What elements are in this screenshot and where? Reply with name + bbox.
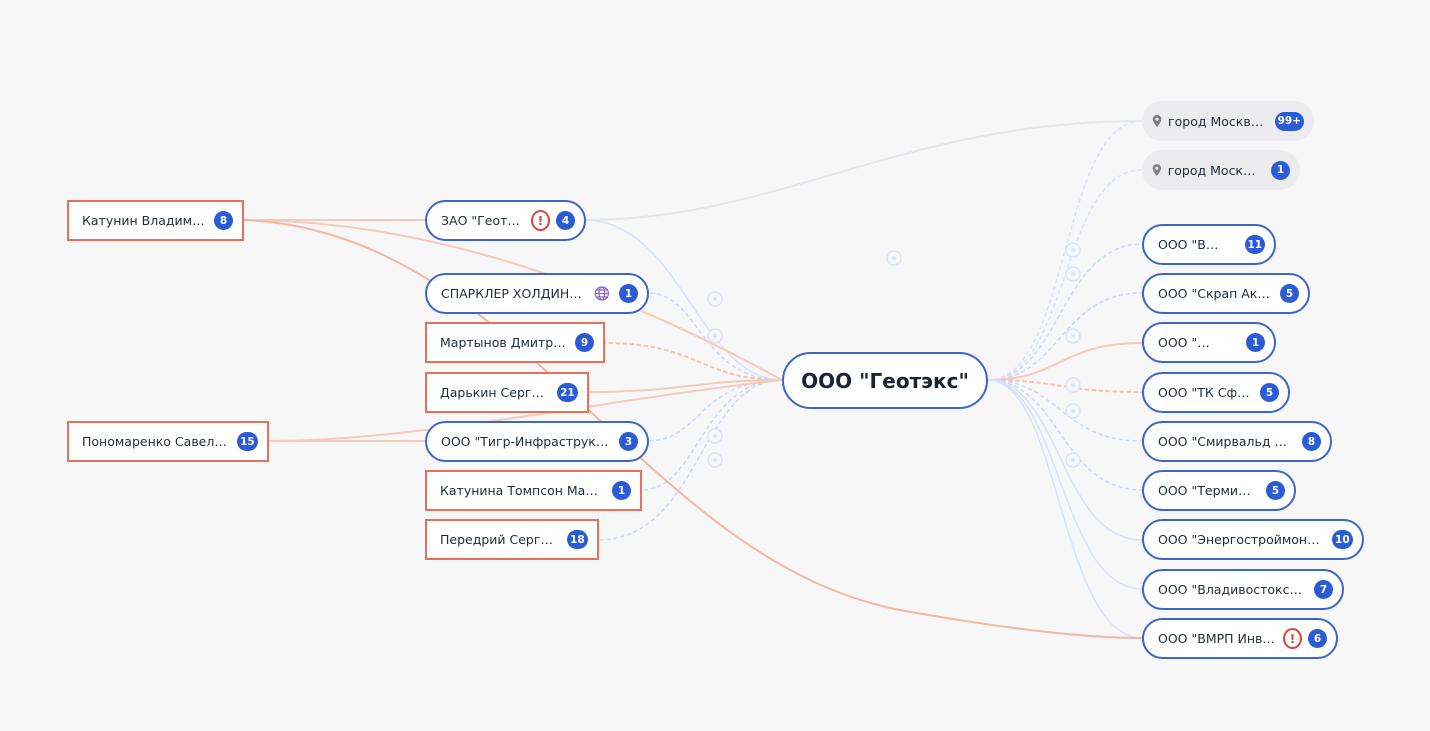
connection-count-badge: 6: [1308, 629, 1327, 648]
connection-count-badge: 11: [1244, 235, 1265, 254]
connection-count-badge: 8: [214, 211, 233, 230]
company-label: СПАРКЛЕР ХОЛДИНГЗ…: [441, 286, 586, 301]
company-node[interactable]: ООО "ДИД" 1: [1142, 322, 1276, 363]
company-label: ООО "ТК Сфера": [1158, 385, 1251, 400]
company-node[interactable]: ООО "ВМРП Инвест" ! 6: [1142, 618, 1338, 659]
connection-count-badge: 5: [1266, 481, 1285, 500]
alert-circle-icon: !: [531, 210, 550, 231]
globe-icon: [595, 286, 610, 301]
connection-count-badge: 5: [1280, 284, 1299, 303]
company-label: ООО "ДИД": [1158, 335, 1218, 350]
connection-count-badge: 1: [612, 481, 631, 500]
company-node[interactable]: СПАРКЛЕР ХОЛДИНГЗ… 1: [425, 273, 649, 314]
company-label: ООО "Энергостроймонтаж": [1158, 532, 1323, 547]
company-label: ЗАО "Геотэкс": [441, 213, 523, 228]
center-company-label: ООО "Геотэкс": [801, 368, 969, 393]
company-node[interactable]: ООО "Владивостокский… 7: [1142, 569, 1344, 610]
person-node[interactable]: Передрий Сергей… 18: [425, 519, 599, 560]
company-label: ООО "Смирвальд и КО": [1158, 434, 1293, 449]
person-node[interactable]: Катунин Владимир… 8: [67, 200, 244, 241]
connection-count-badge: 4: [556, 211, 575, 230]
company-label: ООО "Терминал…: [1158, 483, 1257, 498]
company-node[interactable]: ООО "ВМКТ" 11: [1142, 224, 1276, 265]
connection-count-badge: 1: [1246, 333, 1265, 352]
alert-circle-icon: !: [1282, 628, 1302, 649]
person-label: Катунин Владимир…: [82, 213, 205, 228]
address-label: город Москва,…: [1167, 162, 1262, 178]
person-label: Дарькин Сергей…: [440, 385, 548, 400]
company-label: ООО "Владивостокский…: [1158, 582, 1305, 597]
connection-count-badge: 1: [1271, 160, 1290, 180]
map-pin-icon: [1152, 164, 1161, 176]
company-node[interactable]: ООО "Энергостроймонтаж" 10: [1142, 519, 1364, 560]
person-node[interactable]: Пономаренко Савелий… 15: [67, 421, 269, 462]
connection-count-badge: 99+: [1274, 111, 1304, 131]
company-label: ООО "Скрап Актив": [1158, 286, 1271, 301]
person-label: Мартынов Дмитрий…: [440, 335, 566, 350]
company-node[interactable]: ЗАО "Геотэкс" ! 4: [425, 200, 586, 241]
map-pin-icon: [1152, 114, 1162, 128]
center-company-node[interactable]: ООО "Геотэкс": [782, 352, 988, 409]
person-node[interactable]: Катунина Томпсон Мария… 1: [425, 470, 642, 511]
connection-count-badge: 1: [619, 284, 638, 303]
connection-count-badge: 9: [575, 333, 594, 352]
connection-count-badge: 15: [236, 432, 258, 451]
address-node[interactable]: город Москва,… 1: [1142, 150, 1300, 190]
person-label: Пономаренко Савелий…: [82, 434, 228, 449]
address-label: город Москва,…: [1168, 113, 1266, 129]
connection-count-badge: 8: [1302, 432, 1321, 451]
company-node[interactable]: ООО "Терминал… 5: [1142, 470, 1296, 511]
company-node[interactable]: ООО "ТК Сфера" 5: [1142, 372, 1290, 413]
connection-count-badge: 21: [556, 383, 578, 402]
person-node[interactable]: Дарькин Сергей… 21: [425, 372, 589, 413]
company-node[interactable]: ООО "Скрап Актив" 5: [1142, 273, 1310, 314]
company-node[interactable]: ООО "Смирвальд и КО" 8: [1142, 421, 1332, 462]
company-node[interactable]: ООО "Тигр-Инфраструкту… 3: [425, 421, 649, 462]
company-label: ООО "Тигр-Инфраструкту…: [441, 434, 610, 449]
connection-count-badge: 18: [566, 530, 588, 549]
address-node[interactable]: город Москва,… 99+: [1142, 101, 1314, 141]
connection-count-badge: 3: [619, 432, 638, 451]
person-label: Катунина Томпсон Мария…: [440, 483, 603, 498]
company-label: ООО "ВМКТ": [1158, 237, 1227, 252]
person-label: Передрий Сергей…: [440, 532, 558, 547]
connection-count-badge: 5: [1260, 383, 1279, 402]
connection-count-badge: 7: [1314, 580, 1333, 599]
connection-count-badge: 10: [1331, 530, 1353, 549]
person-node[interactable]: Мартынов Дмитрий… 9: [425, 322, 605, 363]
company-label: ООО "ВМРП Инвест": [1158, 631, 1275, 646]
